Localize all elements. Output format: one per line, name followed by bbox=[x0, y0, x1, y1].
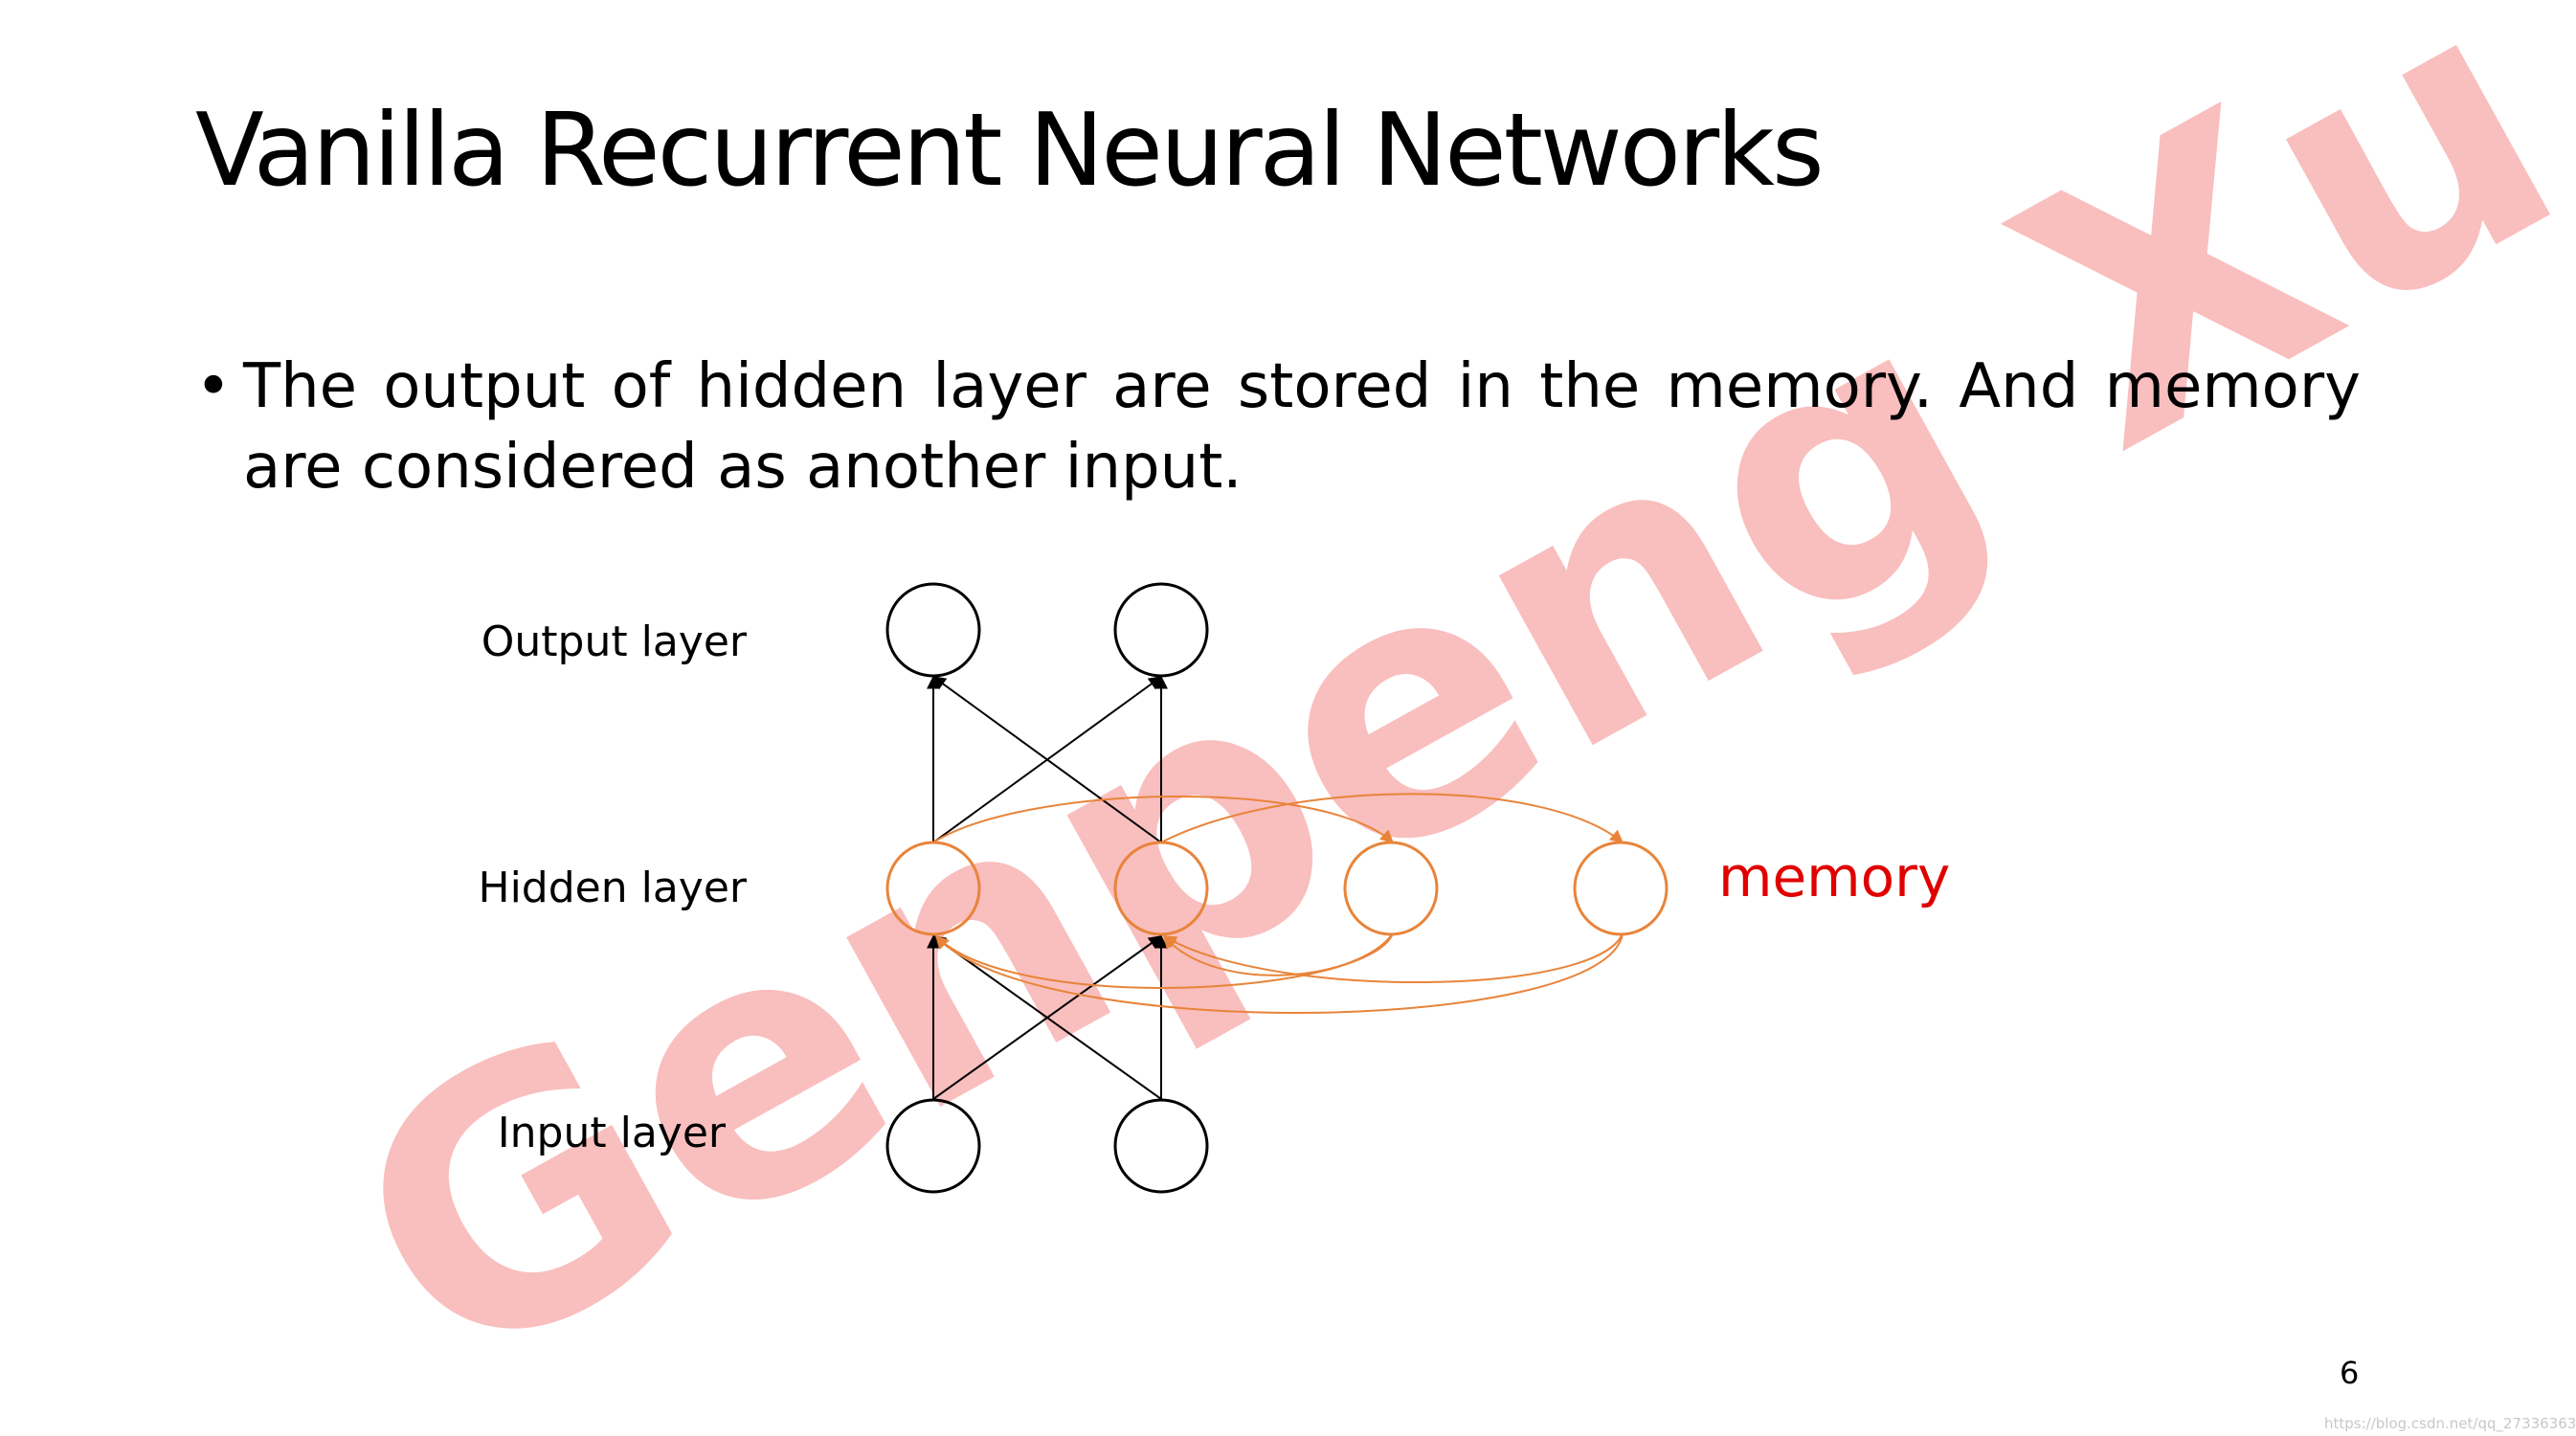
page-number: 6 bbox=[2340, 1355, 2360, 1391]
hidden-layer-label: Hidden layer bbox=[478, 864, 748, 912]
input-node bbox=[1113, 1098, 1209, 1194]
output-layer-nodes bbox=[885, 582, 1209, 678]
output-layer-label: Output layer bbox=[481, 617, 747, 666]
store-arc bbox=[1160, 793, 1624, 843]
source-note: https://blog.csdn.net/qq_27336363 bbox=[2324, 1415, 2576, 1432]
hidden-node bbox=[885, 841, 981, 936]
bullet-text: The output of hidden layer are stored in… bbox=[243, 351, 2361, 503]
slide-title: Vanilla Recurrent Neural Networks bbox=[195, 92, 1825, 209]
input-layer-label: Input layer bbox=[497, 1109, 726, 1157]
read-arc bbox=[1162, 932, 1624, 983]
input-layer-nodes bbox=[885, 1098, 1209, 1194]
read-arc bbox=[935, 932, 1394, 989]
memory-connections bbox=[932, 793, 1624, 1014]
hidden-node bbox=[1113, 841, 1209, 936]
connection-line bbox=[931, 935, 1162, 1100]
bullet-point: • The output of hidden layer are stored … bbox=[195, 347, 2361, 507]
hidden-layer-nodes bbox=[885, 841, 1209, 936]
input-node bbox=[885, 1098, 981, 1194]
bullet-marker: • bbox=[195, 351, 232, 422]
connection-line bbox=[931, 676, 1162, 843]
hidden-to-output-connections bbox=[927, 675, 1168, 843]
read-arc bbox=[1163, 932, 1394, 976]
store-arc bbox=[932, 795, 1395, 843]
memory-node bbox=[1573, 841, 1669, 936]
memory-node bbox=[1343, 841, 1439, 936]
output-node bbox=[885, 582, 981, 678]
input-to-hidden-connections bbox=[927, 934, 1168, 1100]
output-node bbox=[1113, 582, 1209, 678]
read-arc bbox=[935, 932, 1624, 1014]
memory-nodes bbox=[1343, 841, 1669, 936]
memory-label: memory bbox=[1718, 844, 1951, 909]
